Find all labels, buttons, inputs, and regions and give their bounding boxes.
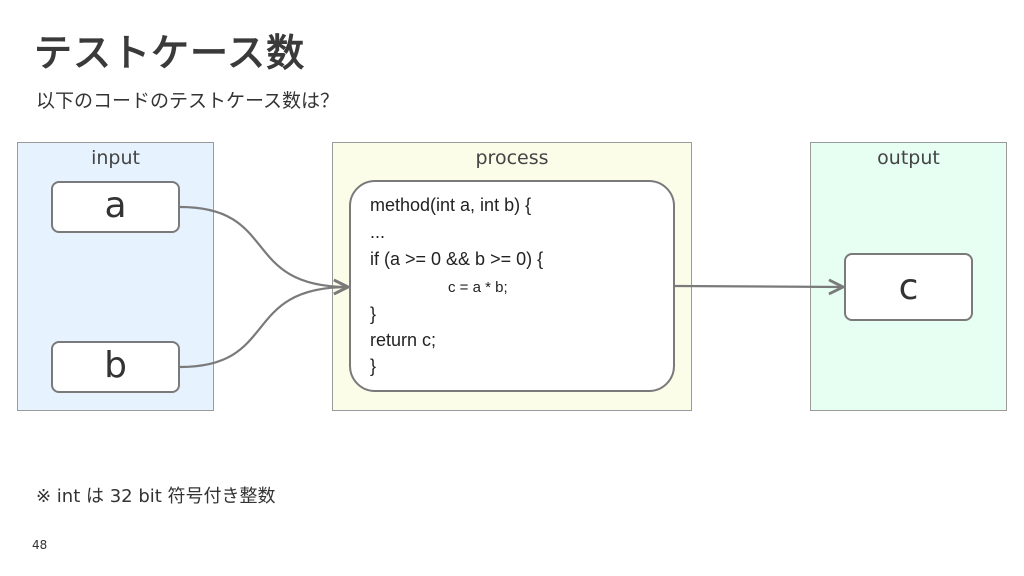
code-line-signature: method(int a, int b) { — [370, 195, 532, 215]
code-line-if: if (a >= 0 && b >= 0) { — [370, 249, 544, 269]
arrow-b-to-process — [179, 287, 348, 369]
output-c-box: c — [844, 253, 973, 321]
input-b-box: b — [51, 341, 180, 393]
slide-subtitle: 以下のコードのテストケース数は？ — [36, 90, 340, 112]
input-a-box: a — [51, 181, 180, 233]
arrow-a-to-process — [179, 205, 348, 287]
code-line-assign: c = a * b; — [448, 279, 508, 296]
input-panel-label: input — [91, 147, 140, 169]
arrow-process-to-c — [674, 286, 843, 287]
code-line-close-if: } — [370, 304, 377, 324]
int-note: ※ int は 32 bit 符号付き整数 — [36, 486, 276, 507]
output-panel-label: output — [877, 147, 940, 169]
code-line-ellipsis: ... — [370, 222, 386, 242]
page-number: 48 — [32, 538, 48, 552]
code-line-return: return c; — [370, 330, 437, 350]
process-panel-label: process — [475, 147, 549, 169]
code-line-close-method: } — [370, 356, 377, 376]
slide-title: テストケース数 — [34, 31, 306, 75]
code-box — [349, 180, 675, 392]
